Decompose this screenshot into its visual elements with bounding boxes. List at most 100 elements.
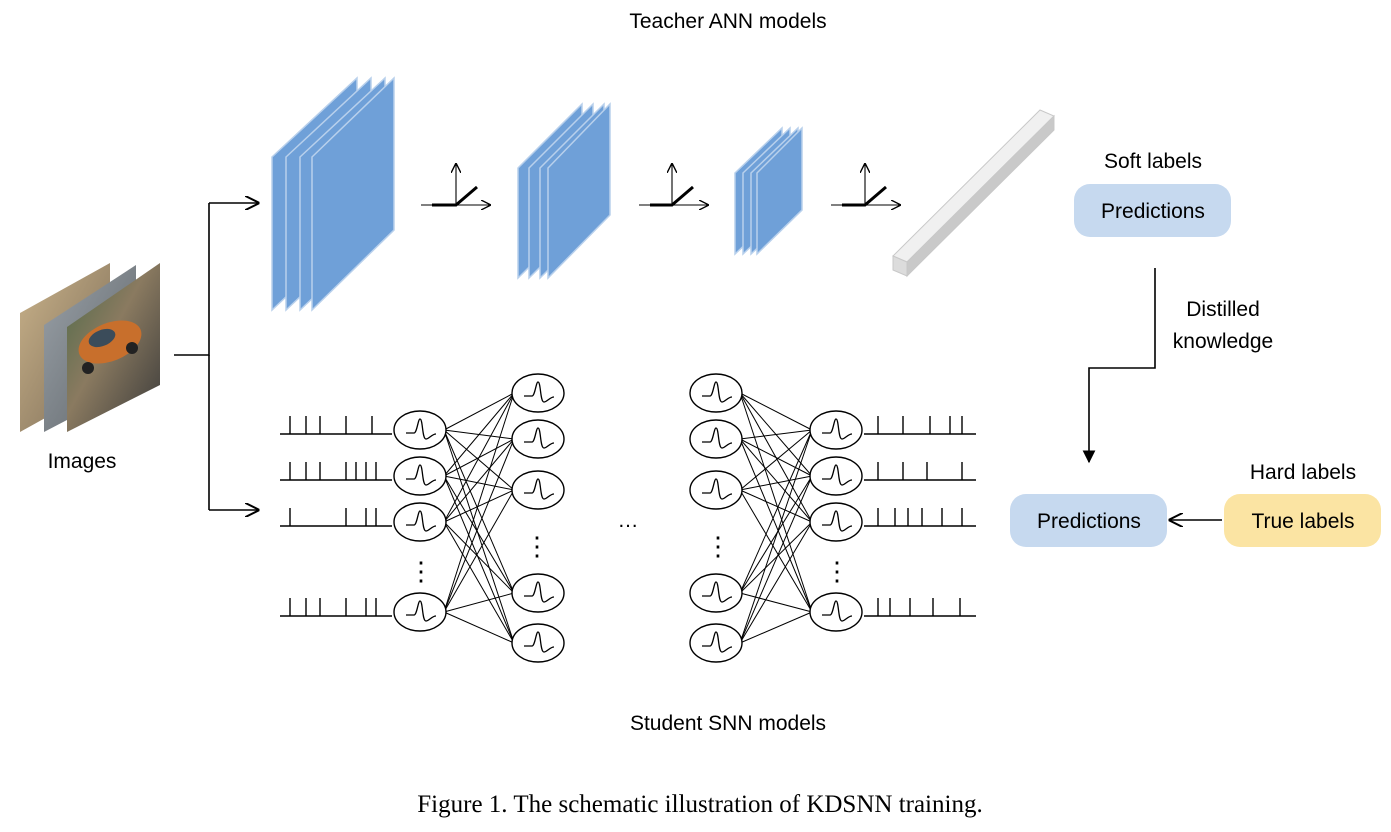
- input-spike-train: [280, 508, 392, 527]
- membrane-potential-icon: [406, 600, 437, 622]
- feature-map-block-3: [734, 126, 803, 256]
- membrane-potential-icon: [524, 427, 555, 449]
- teacher-predictions-text: Predictions: [1101, 200, 1205, 223]
- synapse-line: [739, 489, 813, 523]
- synapse-line: [443, 429, 515, 491]
- input-spike-train: [280, 598, 392, 617]
- membrane-potential-icon: [822, 418, 853, 440]
- student-predictions-box: [1010, 494, 1167, 547]
- output-spike-trains: [864, 416, 976, 617]
- snn-neuron: [689, 373, 743, 413]
- membrane-potential-icon: [524, 581, 555, 603]
- relu-icon-2: [639, 164, 708, 205]
- synapse-line: [739, 429, 813, 594]
- output-spike-train: [864, 598, 976, 617]
- input-images: [20, 263, 160, 432]
- synapse-line: [443, 429, 515, 644]
- snn-neuron: [809, 410, 863, 450]
- synapse-line: [739, 438, 813, 613]
- hard-labels-label: Hard labels: [1250, 461, 1356, 484]
- snn-neuron: [393, 456, 447, 496]
- snn-neuron: [809, 592, 863, 632]
- snn-neuron: [393, 410, 447, 450]
- snn-neuron: [689, 573, 743, 613]
- output-spike-train: [864, 416, 976, 435]
- relu-icon-3: [831, 164, 900, 205]
- membrane-potential-icon: [406, 418, 437, 440]
- vdots-layer2: ⋮: [524, 532, 550, 561]
- output-spike-train: [864, 462, 976, 481]
- feature-map-block-1: [271, 76, 395, 312]
- snn-neuron: [809, 456, 863, 496]
- middle-ellipsis: …: [618, 509, 639, 532]
- synapse-line: [443, 475, 515, 644]
- synapse-line: [443, 438, 515, 613]
- synapse-line: [739, 521, 813, 644]
- synapse-line: [443, 429, 515, 594]
- student-title: Student SNN models: [630, 712, 826, 735]
- true-labels-text: True labels: [1251, 510, 1354, 533]
- snn-neuron: [511, 623, 565, 663]
- relu-icon-1: [421, 164, 490, 205]
- synapse-line: [739, 489, 813, 613]
- snn-neurons: [393, 373, 863, 663]
- membrane-potential-icon: [406, 510, 437, 532]
- membrane-potential-icon: [702, 427, 733, 449]
- input-spike-train: [280, 416, 392, 435]
- input-split-line: [174, 203, 210, 356]
- output-spike-train: [864, 508, 976, 527]
- synapse-line: [443, 489, 515, 523]
- membrane-potential-icon: [702, 581, 733, 603]
- synapse-line: [443, 392, 515, 613]
- synapse-line: [443, 392, 515, 431]
- synapse-line: [739, 475, 813, 491]
- membrane-potential-icon: [702, 381, 733, 403]
- true-labels-box: [1224, 494, 1381, 547]
- snn-neuron: [809, 502, 863, 542]
- synapse-line: [739, 475, 813, 644]
- soft-labels-label: Soft labels: [1104, 150, 1202, 173]
- synapse-line: [739, 611, 813, 644]
- synapse-line: [443, 521, 515, 644]
- synapse-line: [443, 521, 515, 594]
- synapse-line: [739, 392, 813, 431]
- synapse-line: [443, 438, 515, 523]
- vdots-layer1: ⋮: [408, 557, 434, 586]
- snn-neuron: [689, 623, 743, 663]
- membrane-potential-icon: [822, 510, 853, 532]
- input-spike-trains: [280, 416, 392, 617]
- distilled-label-2: knowledge: [1173, 330, 1273, 353]
- membrane-potential-icon: [822, 600, 853, 622]
- vdots-layer3: ⋮: [705, 532, 731, 561]
- membrane-potential-icon: [822, 464, 853, 486]
- synapse-line: [739, 438, 813, 477]
- student-predictions-text: Predictions: [1037, 510, 1141, 533]
- snn-neuron: [511, 470, 565, 510]
- snn-neuron: [689, 470, 743, 510]
- synapse-line: [443, 611, 515, 644]
- synapse-line: [443, 392, 515, 477]
- snn-connections: [443, 392, 813, 644]
- membrane-potential-icon: [524, 381, 555, 403]
- synapse-line: [443, 392, 515, 523]
- vertical-ellipsis-group: ⋮ ⋮ ⋮ ⋮: [408, 532, 850, 586]
- snn-neuron: [393, 592, 447, 632]
- fc-layer-bar: [892, 109, 1055, 278]
- snn-neuron: [511, 573, 565, 613]
- synapse-line: [443, 475, 515, 491]
- snn-neuron: [511, 419, 565, 459]
- synapse-line: [443, 592, 515, 613]
- input-spike-train: [280, 462, 392, 481]
- synapse-line: [443, 489, 515, 613]
- snn-neuron: [393, 502, 447, 542]
- figure-caption: Figure 1. The schematic illustration of …: [417, 791, 982, 818]
- synapse-line: [739, 592, 813, 613]
- feature-map-block-2: [517, 102, 611, 280]
- snn-neuron: [511, 373, 565, 413]
- distill-connector: [1082, 268, 1156, 464]
- distilled-label-1: Distilled: [1186, 298, 1260, 321]
- synapse-line: [739, 438, 813, 523]
- synapse-line: [739, 392, 813, 613]
- synapse-line: [443, 475, 515, 594]
